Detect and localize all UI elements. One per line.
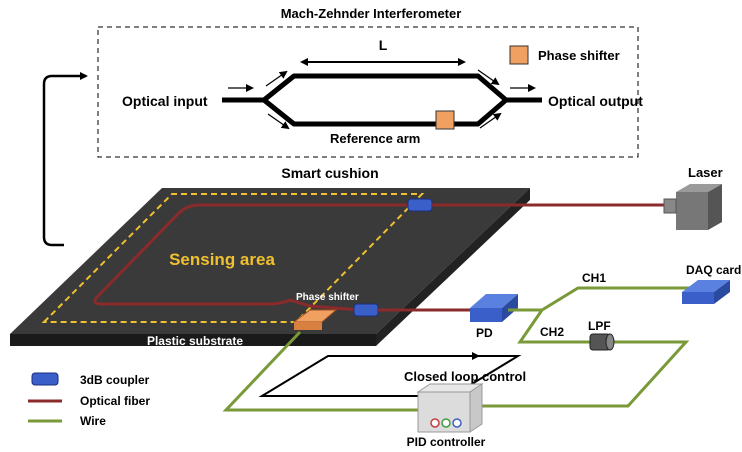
reference-arm-label: Reference arm xyxy=(330,131,420,146)
mzi-title: Mach-Zehnder Interferometer xyxy=(281,6,462,21)
upper-split-arrow xyxy=(265,70,288,87)
closed-loop-outline xyxy=(258,355,522,397)
sensing-area-outline xyxy=(41,193,425,323)
feedback-bracket-arrow xyxy=(42,72,88,247)
pid-controller-device xyxy=(416,383,484,433)
wire-ch2 xyxy=(517,309,590,344)
legend-wire-label: Wire xyxy=(80,414,106,428)
laser-device xyxy=(663,184,722,230)
wire-ch1 xyxy=(508,286,700,312)
pd-device xyxy=(470,294,518,322)
cushion-phase-shifter-label: Phase shifter xyxy=(296,292,359,303)
cushion-title: Smart cushion xyxy=(281,165,378,181)
cushion-top xyxy=(10,188,530,334)
laser-label: Laser xyxy=(688,165,723,180)
optical-output-label: Optical output xyxy=(548,93,643,109)
wire-lpf-to-pid xyxy=(478,340,690,408)
mzi-box xyxy=(97,26,639,158)
mzi-waveguide xyxy=(222,73,542,127)
lpf-label: LPF xyxy=(588,319,611,333)
length-label: L xyxy=(379,37,388,53)
legend-coupler-icon xyxy=(31,372,59,386)
lower-split-arrow xyxy=(267,113,290,130)
substrate-label: Plastic substrate xyxy=(147,334,243,348)
lower-join-arrow xyxy=(479,112,502,129)
phase-shifter-legend-label: Phase shifter xyxy=(538,48,620,63)
sensing-area-label: Sensing area xyxy=(169,250,275,269)
fiber-loop xyxy=(93,203,420,312)
mzi-phase-shifter xyxy=(435,110,455,130)
phase-shifter-legend-icon xyxy=(509,45,529,65)
legend-fiber-label: Optical fiber xyxy=(80,394,150,408)
cushion-side-edge xyxy=(376,188,530,346)
wire-pid-to-phase-shifter xyxy=(222,330,418,412)
daq-label: DAQ card xyxy=(686,263,741,277)
pd-label: PD xyxy=(476,326,493,340)
upper-join-arrow xyxy=(477,69,500,86)
coupler-top xyxy=(407,198,433,212)
legend-coupler-label: 3dB coupler xyxy=(80,373,150,387)
lpf-device xyxy=(589,333,615,351)
ch2-label: CH2 xyxy=(540,325,564,339)
ch1-label: CH1 xyxy=(582,271,606,285)
cushion-front-edge xyxy=(10,334,376,346)
daq-device xyxy=(682,280,730,304)
coupler-bottom xyxy=(353,303,379,317)
closed-loop-label: Closed loop control xyxy=(404,369,526,384)
pid-label: PID controller xyxy=(407,435,486,449)
optical-input-label: Optical input xyxy=(122,93,208,109)
cushion-phase-shifter-front xyxy=(294,322,322,330)
